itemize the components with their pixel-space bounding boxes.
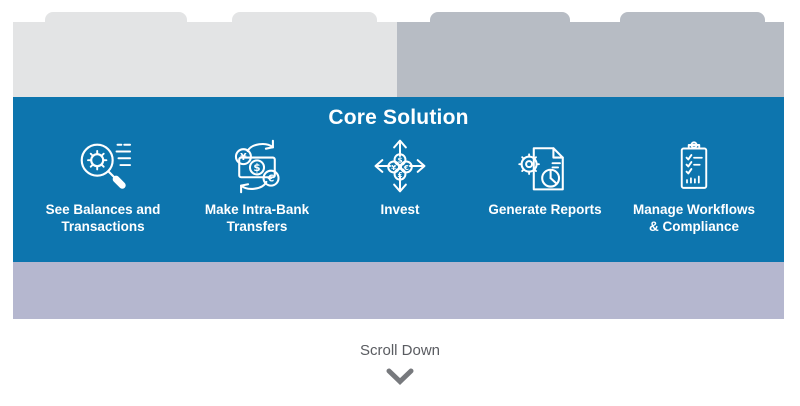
svg-text:£: £ [397, 170, 402, 179]
iconbox: $ ¥ € £ [371, 135, 429, 197]
svg-text:¥: ¥ [240, 152, 247, 163]
feature-reports: Generate Reports [460, 135, 630, 218]
feature-invest: $ ¥ € £ Invest [340, 135, 460, 218]
feature-label: Manage Workflows & Compliance [632, 202, 756, 234]
feature-label: Invest [380, 202, 420, 217]
feature-label: See Balances and Transactions [45, 202, 161, 234]
core-solution-banner: Core Solution [13, 97, 784, 262]
feature-workflows: Manage Workflows & Compliance [604, 135, 784, 235]
iconbox [515, 135, 575, 197]
svg-text:€: € [403, 163, 409, 172]
invest-arrows-icon: $ ¥ € £ [374, 139, 426, 193]
feature-label: Generate Reports [488, 202, 602, 217]
chevron-down-icon [386, 368, 414, 385]
feature-see-balances: See Balances and Transactions [28, 135, 178, 235]
iconbox: $ ¥ € [227, 135, 287, 197]
svg-text:$: $ [253, 162, 260, 174]
iconbox [666, 135, 722, 197]
clipboard-checklist-icon [680, 141, 708, 189]
currency-exchange-icon: $ ¥ € [234, 139, 280, 194]
svg-text:$: $ [397, 156, 402, 165]
scroll-down-button[interactable] [386, 368, 414, 386]
banner-title: Core Solution [328, 106, 469, 129]
feature-transfers: $ ¥ € Make Intra-Bank Transfers [182, 135, 332, 235]
feature-label: Make Intra-Bank Transfers [204, 202, 310, 234]
scroll-down-label: Scroll Down [359, 342, 441, 359]
tab-strip-right-panel [397, 22, 784, 97]
tab-strip-left-panel [13, 22, 397, 97]
lavender-strip [13, 262, 784, 319]
svg-text:¥: ¥ [391, 163, 396, 172]
magnifier-gear-icon [80, 143, 132, 189]
report-document-icon [518, 147, 564, 191]
svg-text:€: € [267, 174, 275, 185]
iconbox [72, 135, 134, 197]
